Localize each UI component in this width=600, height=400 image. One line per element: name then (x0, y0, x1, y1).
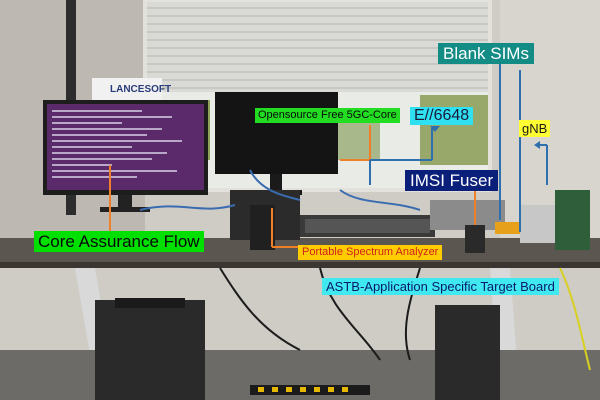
label-imsi-fuser: IMSI Fuser (405, 170, 499, 191)
label-blank-sims: Blank SIMs (438, 43, 534, 64)
label-opensource-5gc: Opensource Free 5GC-Core (255, 108, 400, 123)
lancesoft-logo: LANCESOFT (110, 84, 172, 95)
label-core-assurance-flow: Core Assurance Flow (34, 231, 204, 252)
label-gnb: gNB (519, 120, 551, 137)
label-astb-board: ASTB-Application Specific Target Board (322, 278, 559, 295)
label-e6648: E//6648 (410, 107, 474, 125)
label-portable-spectrum-analyzer: Portable Spectrum Analyzer (298, 245, 443, 260)
